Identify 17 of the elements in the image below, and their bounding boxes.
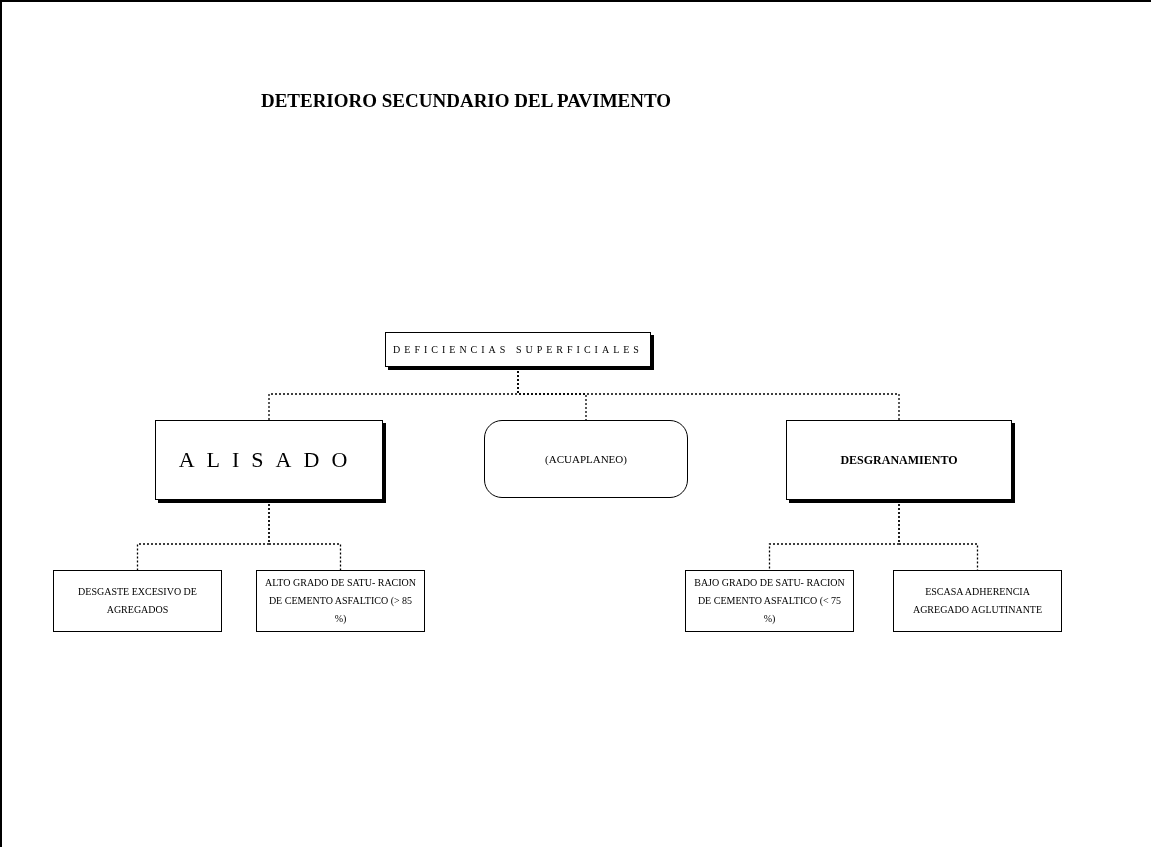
category-box [786, 420, 1012, 500]
cause-box [685, 570, 854, 632]
rounded-box [484, 420, 688, 498]
cause-box [893, 570, 1062, 632]
node-text: DESGASTE EXCESIVO DE AGREGADOS [77, 585, 198, 617]
node-text: DEFICIENCIAS SUPERFICIALES [393, 344, 643, 355]
cause-box [256, 570, 425, 632]
node-text: (ACUAPLANEO) [545, 453, 627, 465]
node-text: DESGRANAMIENTO [840, 452, 958, 468]
node-text: ALTO GRADO DE SATU- RACION DE CEMENTO ASFALTICO (> 85 %) [263, 576, 418, 626]
node-text: ALISADO [178, 447, 360, 473]
node-text: ESCASA ADHERENCIA AGREGADO AGLUTINANTE [911, 585, 1044, 617]
category-box [385, 332, 651, 367]
category-box [155, 420, 383, 500]
diagram-title: DETERIORO SECUNDARIO DEL PAVIMENTO [259, 90, 673, 112]
cause-box [53, 570, 222, 632]
node-text: BAJO GRADO DE SATU- RACION DE CEMENTO ASFALTICO (< 75 %) [693, 576, 846, 626]
